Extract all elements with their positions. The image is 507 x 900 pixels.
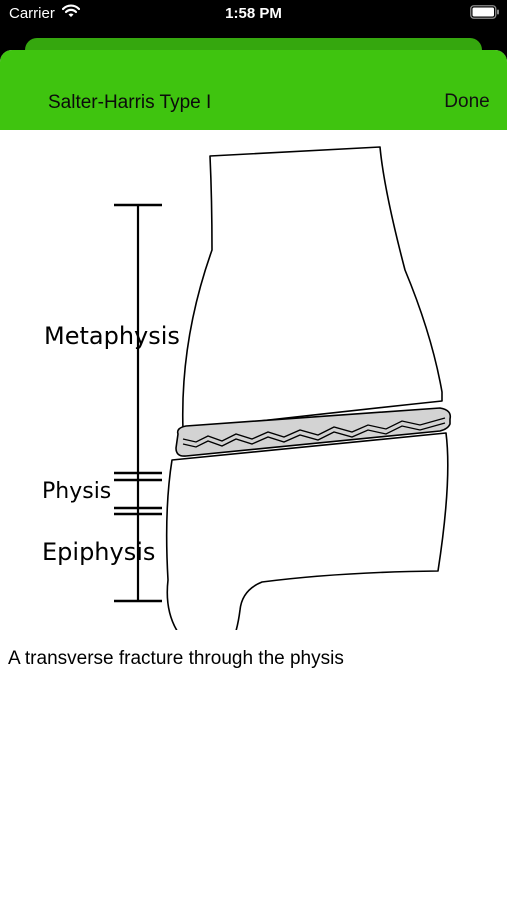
done-button[interactable]: Done xyxy=(444,91,490,112)
salter-harris-diagram: Metaphysis Physis Epiphysis xyxy=(42,146,452,630)
fracture-description: A transverse fracture through the physis xyxy=(8,648,344,669)
modal-sheet: Salter-Harris Type I Done Metaphysis Phy… xyxy=(0,50,507,900)
metaphysis-bone xyxy=(181,146,443,431)
label-bracket xyxy=(114,203,162,603)
epiphysis-bone xyxy=(165,432,449,630)
carrier-label: Carrier xyxy=(9,5,55,22)
physis-plate xyxy=(175,407,452,457)
battery-full-icon xyxy=(470,5,499,19)
epiphysis-label: Epiphysis xyxy=(42,538,155,566)
physis-label: Physis xyxy=(42,479,111,504)
nav-title: Salter-Harris Type I xyxy=(48,92,212,113)
metaphysis-label: Metaphysis xyxy=(44,322,180,350)
navigation-bar: Salter-Harris Type I Done xyxy=(0,50,507,130)
status-bar: Carrier 1:58 PM xyxy=(0,0,507,32)
wifi-icon xyxy=(62,4,80,17)
status-time: 1:58 PM xyxy=(225,5,282,22)
